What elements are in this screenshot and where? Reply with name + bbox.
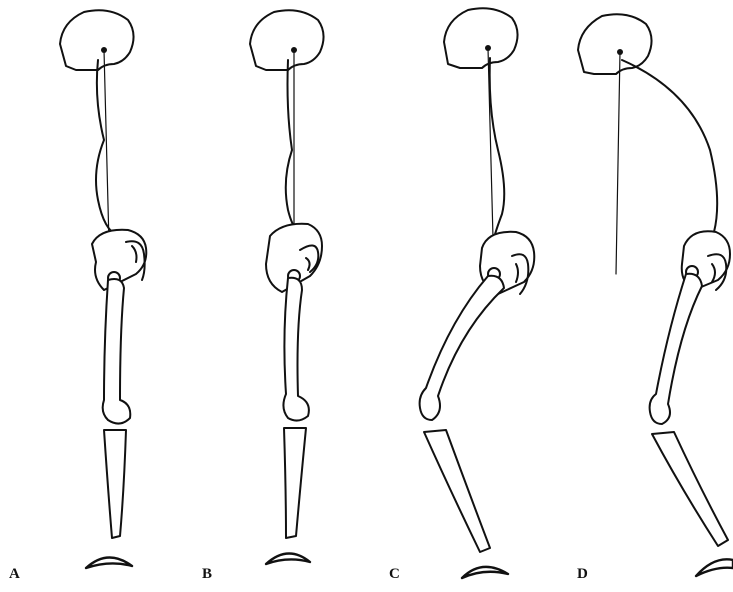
- tibia: [652, 432, 728, 546]
- panel-d-label: D: [577, 566, 588, 583]
- femur: [420, 276, 504, 420]
- plumb-line: [616, 52, 620, 274]
- skull: [250, 10, 324, 70]
- femur: [103, 279, 131, 424]
- skull: [444, 8, 518, 68]
- foot: [266, 553, 310, 564]
- tibia: [424, 430, 490, 552]
- panel-b-label: B: [202, 566, 212, 583]
- foot: [86, 557, 132, 568]
- foot: [696, 559, 733, 576]
- panel-a-skeleton: [60, 10, 146, 568]
- skull: [60, 10, 134, 70]
- spine: [286, 60, 298, 232]
- skull: [578, 14, 652, 74]
- femur: [650, 274, 702, 424]
- foot: [462, 567, 508, 578]
- panel-c-label: C: [389, 566, 400, 583]
- tibia: [284, 428, 306, 538]
- femur: [283, 278, 308, 421]
- panel-b-skeleton: [250, 10, 324, 564]
- panel-c-skeleton: [420, 8, 535, 578]
- panel-a-label: A: [9, 566, 20, 583]
- tibia: [104, 430, 126, 538]
- spine: [622, 60, 717, 232]
- panel-d-skeleton: [578, 14, 733, 576]
